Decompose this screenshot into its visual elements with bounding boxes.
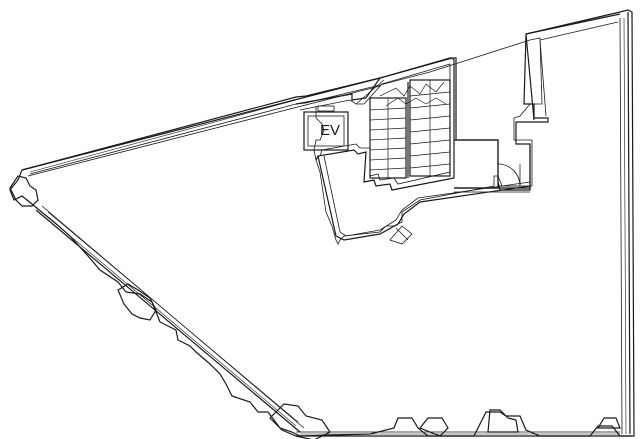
elevator-shaft — [303, 111, 349, 151]
windows — [29, 17, 627, 435]
elevator-indicator — [317, 105, 335, 112]
window-north — [29, 99, 297, 173]
north-wall-inner — [27, 85, 381, 177]
lobby-wall-inner — [323, 155, 531, 237]
corridor-walls — [317, 139, 531, 241]
column-south-east — [487, 409, 519, 433]
outer-wall-outer-line — [9, 9, 635, 437]
doors — [389, 163, 521, 245]
window-southwest — [43, 213, 297, 427]
core: EV — [295, 57, 455, 191]
door-lobby-leaf — [395, 227, 409, 241]
stair-treads-right — [409, 80, 451, 176]
southwest-wall-outer — [35, 209, 301, 433]
column-south-mid — [419, 417, 449, 437]
elevator-label: EV — [320, 122, 340, 139]
window-east — [623, 17, 627, 435]
northeast-wing-outer — [525, 13, 621, 35]
north-wall-outer — [21, 77, 381, 171]
east-wall-outer — [627, 11, 631, 435]
northeast-wing-west — [525, 33, 535, 121]
columns — [9, 175, 621, 439]
column-south-corner — [269, 403, 331, 439]
outer-wall — [9, 9, 635, 437]
core-outer-wall — [295, 57, 455, 191]
outer-wall-inner-line — [29, 37, 543, 245]
window-southwest-inner — [47, 211, 299, 423]
stair-winder-lower — [385, 97, 447, 107]
northeast-wing-west-inner — [539, 39, 547, 117]
column-west — [9, 175, 39, 207]
stair-treads-left — [369, 98, 407, 178]
northeast-wing — [525, 13, 621, 121]
column-southwest-mid — [117, 283, 157, 321]
northeast-wing-inner — [539, 21, 619, 41]
door-east-swing[interactable] — [497, 163, 521, 187]
column-southeast-corner — [596, 417, 621, 429]
stair-winder — [379, 81, 445, 97]
interior-walls — [21, 11, 632, 437]
door-lobby[interactable] — [389, 225, 413, 245]
stair-diagonal — [355, 79, 385, 105]
elevator-car — [307, 115, 345, 147]
east-wall-inner — [619, 17, 623, 435]
corridor-wall-east — [454, 139, 499, 189]
lobby-wall — [317, 155, 531, 241]
